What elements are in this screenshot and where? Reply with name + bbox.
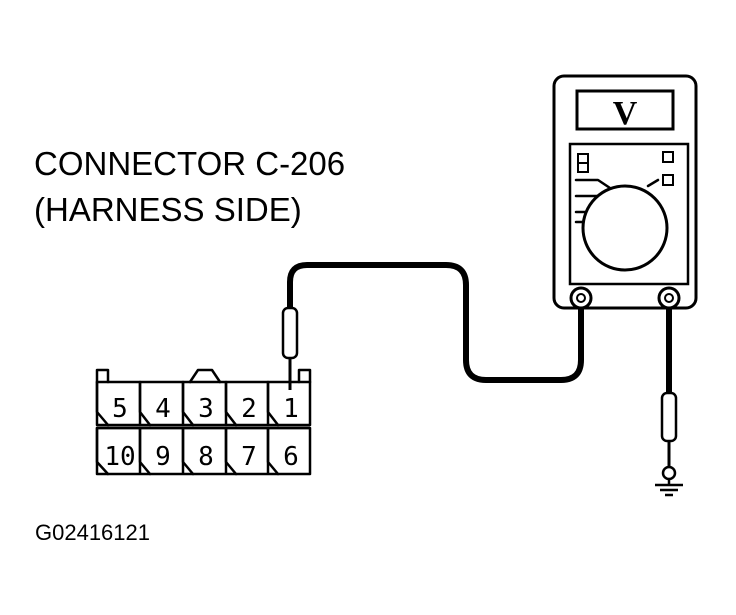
meter-dial: [581, 184, 669, 272]
pin-label-5: 5: [112, 394, 128, 424]
connector-tab-right: [297, 368, 312, 384]
figure-id: G02416121: [35, 520, 150, 545]
connector-tab-left: [95, 368, 110, 384]
pin-label-9: 9: [155, 442, 171, 472]
pin-label-7: 7: [241, 442, 257, 472]
connector-key: [188, 368, 222, 384]
connector-subtitle: (HARNESS SIDE): [34, 191, 302, 228]
connector-top-row: [95, 380, 312, 427]
meter-symbol: V: [613, 95, 638, 132]
pin-label-6: 6: [283, 442, 299, 472]
test-probe-icon: [281, 306, 299, 390]
ground-probe: [660, 391, 678, 481]
pin-label-10: 10: [104, 442, 135, 472]
connector-title: CONNECTOR C-206: [34, 145, 345, 182]
pin-label-2: 2: [241, 394, 257, 424]
meter-display: [575, 89, 675, 131]
pin-label-3: 3: [198, 394, 214, 424]
pin-label-8: 8: [198, 442, 214, 472]
meter-button-right-top: [662, 151, 674, 163]
meter-scale-marks-right: [646, 178, 660, 188]
connector-icon: 5 4 3 2 1 10 9 8 7 6: [95, 368, 312, 476]
ground-symbol-icon: [655, 479, 683, 497]
meter-button-right-mid: [662, 174, 674, 186]
connector-bottom-row: [95, 426, 312, 476]
multimeter-icon: V: [552, 74, 698, 310]
test-lead-positive: [287, 262, 584, 383]
pin-label-1: 1: [283, 394, 299, 424]
pin-label-4: 4: [155, 394, 171, 424]
